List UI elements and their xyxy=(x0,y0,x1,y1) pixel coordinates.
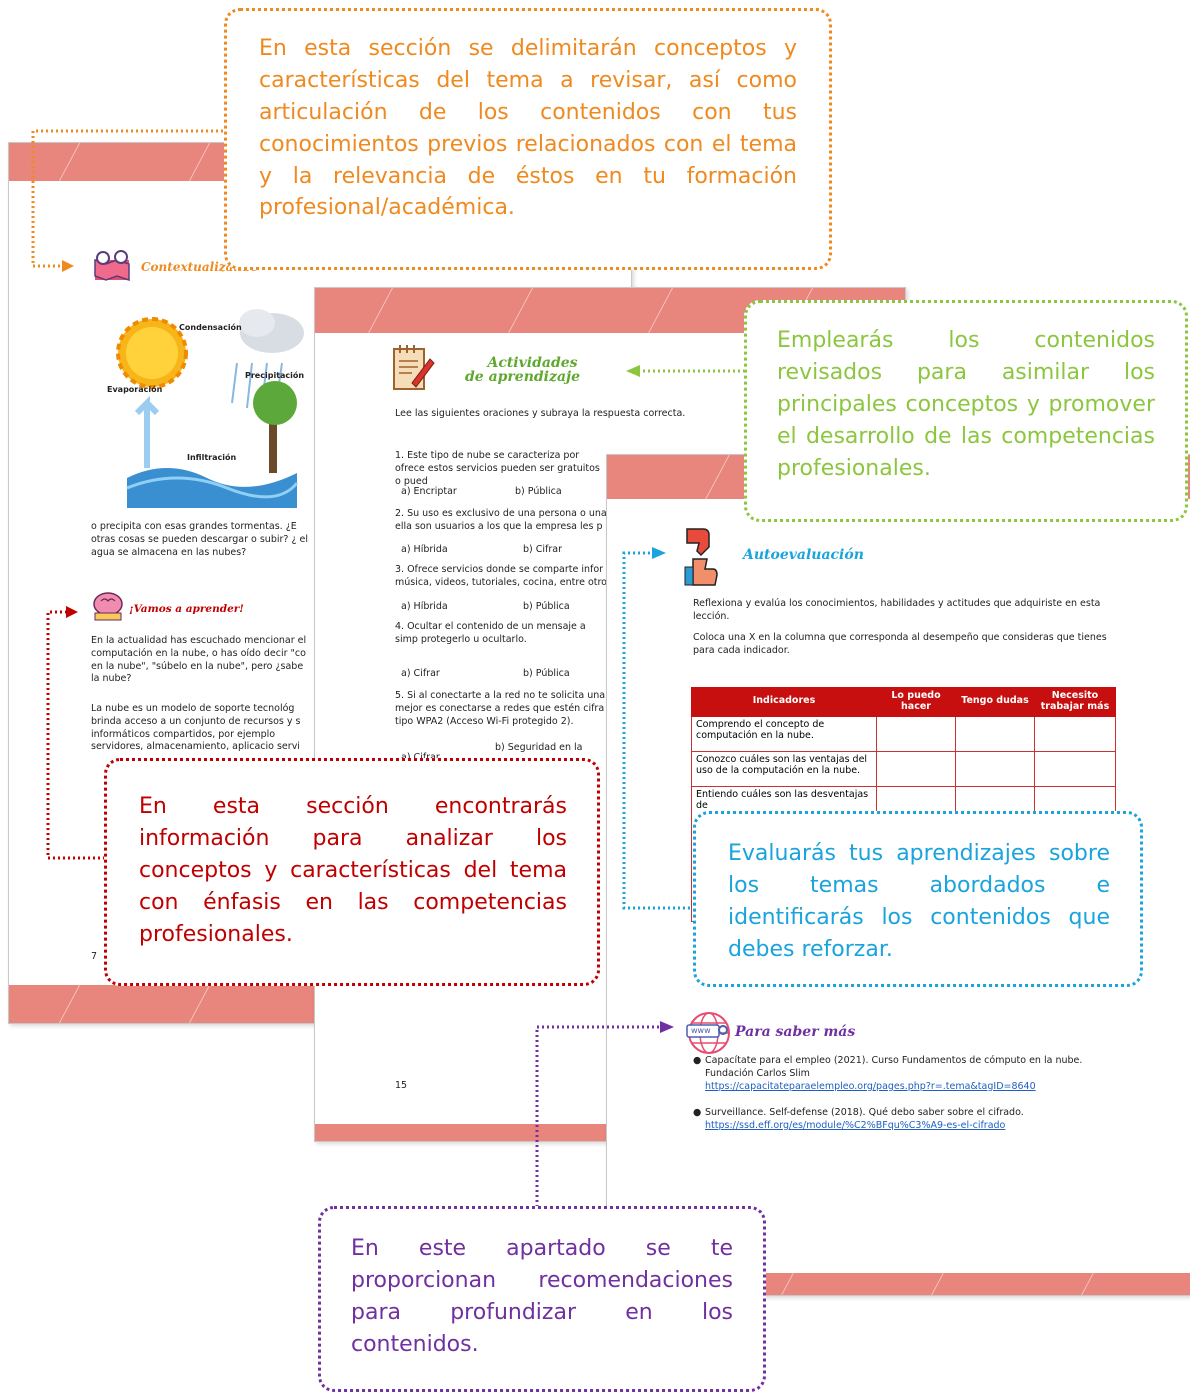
bullet: ● xyxy=(693,1107,702,1118)
section-title-vamos-a-aprender: ¡Vamos a aprender! xyxy=(129,603,244,615)
label-precipitacion: Precipitación xyxy=(245,371,305,380)
question-3-option-b: b) Pública xyxy=(523,601,570,612)
mark-cell[interactable] xyxy=(876,715,956,752)
label-infiltracion: Infiltración xyxy=(187,453,237,462)
reference-1-text: Capacítate para el empleo (2021). Curso … xyxy=(705,1055,1083,1079)
globe-www-icon: www xyxy=(685,1011,733,1062)
indicator-cell: Comprendo el concepto de computación en … xyxy=(691,715,877,752)
reference-1-link[interactable]: https://capacitateparaelempleo.org/pages… xyxy=(705,1080,1036,1092)
question-3-option-a: a) Híbrida xyxy=(401,601,448,612)
orange-connector xyxy=(31,129,228,268)
callout-blue: Evaluarás tus aprendizajes sobre los tem… xyxy=(693,811,1143,987)
question-2-option-b: b) Cifrar xyxy=(523,544,563,555)
question-1: 1. Este tipo de nube se caracteriza por … xyxy=(395,450,600,487)
mark-cell[interactable] xyxy=(1034,750,1116,787)
question-3: 3. Ofrece servicios donde se comparte in… xyxy=(395,564,607,588)
question-4-option-a: a) Cifrar xyxy=(401,668,440,679)
www-label: www xyxy=(691,1026,711,1035)
paragraph-aprender-2: La nube es un modelo de soporte tecnológ… xyxy=(91,703,301,753)
green-arrowhead xyxy=(626,365,640,377)
question-2: 2. Su uso es exclusivo de una persona o … xyxy=(395,508,607,532)
callout-green-text: Emplearás los contenidos revisados para … xyxy=(777,328,1155,481)
section-title-actividades: Actividades de aprendizaje xyxy=(465,356,580,384)
table-row: Conozco cuáles son las ventajas del uso … xyxy=(691,750,1116,787)
header-lo-puedo-hacer: Lo puedo hacer xyxy=(876,687,956,717)
callout-purple: En este apartado se te proporcionan reco… xyxy=(318,1206,766,1392)
section-title-autoevaluacion: Autoevaluación xyxy=(743,547,864,563)
question-4-option-b: b) Pública xyxy=(523,668,570,679)
reference-1: ● Capacítate para el empleo (2021). Curs… xyxy=(693,1055,1125,1093)
callout-blue-text: Evaluarás tus aprendizajes sobre los tem… xyxy=(728,841,1110,962)
callout-purple-text: En este apartado se te proporcionan reco… xyxy=(351,1236,733,1357)
instruction-text: Coloca una X en la columna que correspon… xyxy=(693,632,1107,656)
table-row: Comprendo el concepto de computación en … xyxy=(691,715,1116,752)
paragraph-aprender-1: En la actualidad has escuchado mencionar… xyxy=(91,635,307,685)
blue-connector xyxy=(622,551,695,910)
question-1-option-b: b) Pública xyxy=(515,486,562,497)
blue-arrowhead xyxy=(652,547,666,559)
section-title-actividades-line1: Actividades xyxy=(487,355,578,371)
callout-red-text: En esta sección encontrarás información … xyxy=(139,794,567,947)
reference-2: ● Surveillance. Self-defense (2018). Qué… xyxy=(693,1107,1125,1133)
question-5-option-b: b) Seguridad en la xyxy=(495,742,583,753)
header-necesito-trabajar: Necesito trabajar más xyxy=(1034,687,1116,717)
label-condensacion: Condensación xyxy=(179,323,242,332)
indicator-cell: Conozco cuáles son las ventajas del uso … xyxy=(691,750,877,787)
brain-icon xyxy=(91,591,125,626)
callout-green: Emplearás los contenidos revisados para … xyxy=(744,300,1188,522)
callout-red: En esta sección encontrarás información … xyxy=(104,758,600,986)
question-5-option-a: a) Cifrar xyxy=(401,752,440,765)
section-title-actividades-line2: de aprendizaje xyxy=(465,369,580,385)
label-evaporacion: Evaporación xyxy=(107,385,163,394)
thumbs-icon xyxy=(683,525,719,594)
question-2-option-a: a) Híbrida xyxy=(401,544,448,555)
question-1-option-a: a) Encriptar xyxy=(401,486,457,497)
reference-2-link[interactable]: https://ssd.eff.org/es/module/%C2%BFqu%C… xyxy=(705,1119,1006,1131)
purple-arrowhead xyxy=(660,1021,674,1033)
purple-connector xyxy=(535,1025,660,1207)
callout-orange: En esta sección se delimitarán conceptos… xyxy=(224,8,832,270)
orange-arrowhead xyxy=(62,260,74,272)
callout-orange-text: En esta sección se delimitarán conceptos… xyxy=(259,36,797,221)
page-number: 15 xyxy=(395,1080,408,1091)
question-4: 4. Ocultar el contenido de un mensaje a … xyxy=(395,621,586,645)
notepad-pencil-icon xyxy=(390,343,436,398)
bullet: ● xyxy=(693,1055,702,1066)
red-arrowhead xyxy=(66,606,78,618)
reflect-text: Reflexiona y evalúa los conocimientos, h… xyxy=(693,598,1101,622)
water-cycle-diagram: Condensación Precipitación Evaporación I… xyxy=(107,293,307,508)
red-connector xyxy=(46,610,105,860)
section-title-para-saber-mas: Para saber más xyxy=(735,1024,856,1040)
reference-2-text: Surveillance. Self-defense (2018). Qué d… xyxy=(705,1107,1024,1118)
question-5: 5. Si al conectarte a la red no te solic… xyxy=(395,690,606,727)
map-icon xyxy=(91,248,133,287)
instruction: Lee las siguientes oraciones y subraya l… xyxy=(395,408,686,419)
page-number: 7 xyxy=(91,951,98,962)
paragraph-intro: o precipita con esas grandes tormentas. … xyxy=(91,521,309,558)
header-tengo-dudas: Tengo dudas xyxy=(955,687,1035,717)
